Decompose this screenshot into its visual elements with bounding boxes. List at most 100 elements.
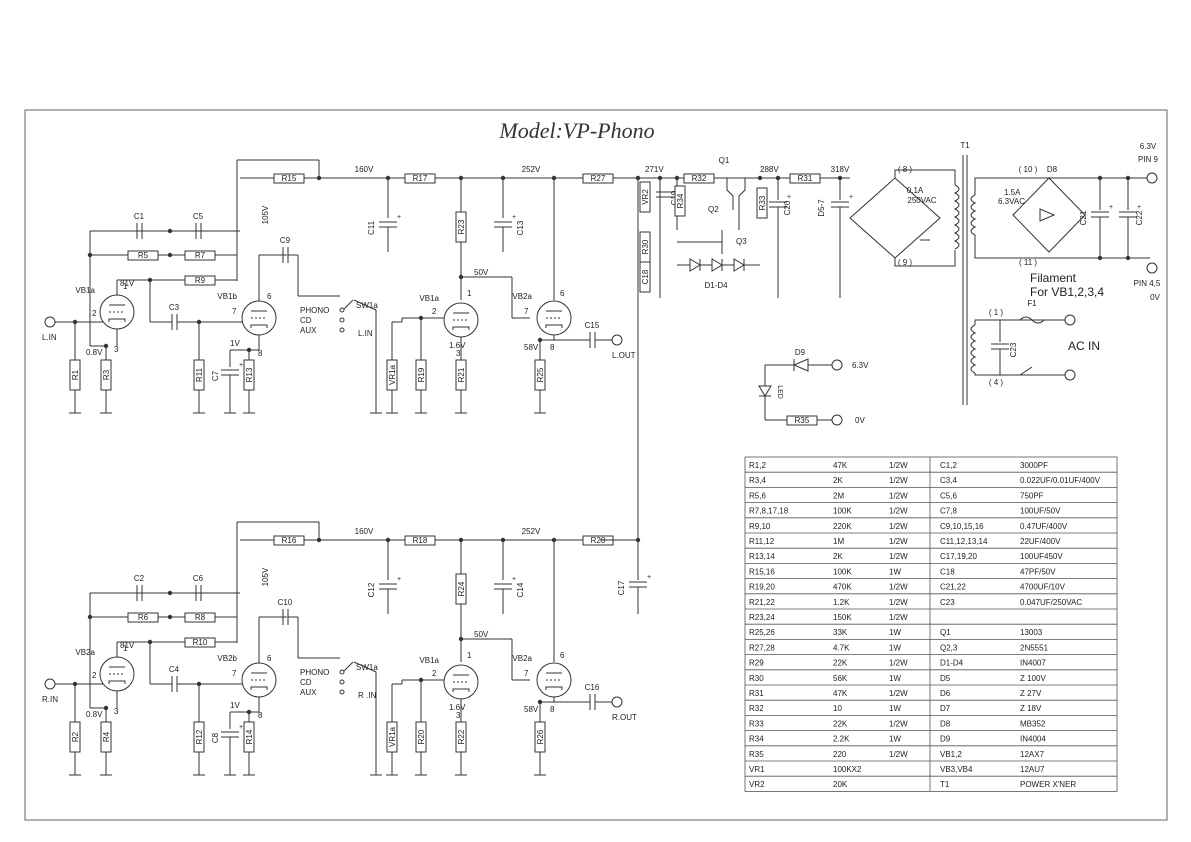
label: CD	[300, 316, 312, 325]
label: R25	[536, 367, 545, 382]
label: D5-7	[817, 199, 826, 217]
label: 6.3V	[1140, 142, 1157, 151]
label: R5	[138, 251, 149, 260]
label: R24	[457, 581, 466, 596]
label: 1.5A	[1004, 188, 1021, 197]
label: C12	[367, 582, 376, 597]
resistor	[184, 637, 216, 648]
label: F1	[1027, 299, 1037, 308]
label: 81V	[120, 641, 135, 650]
table-cell: R9,10	[749, 522, 771, 531]
resistor	[639, 181, 651, 213]
resistor	[273, 535, 305, 546]
label: 7	[524, 669, 529, 678]
label: 6.3VAC	[998, 197, 1025, 206]
label: 2	[432, 669, 437, 678]
junction-dot	[167, 228, 173, 234]
label: R10	[193, 638, 208, 647]
label: C2	[134, 574, 145, 583]
label: ( 11 )	[1019, 258, 1037, 267]
label: AUX	[300, 326, 317, 335]
label: 252V	[522, 527, 541, 536]
label: 160V	[355, 165, 374, 174]
table-cell: C5,6	[940, 491, 957, 500]
table-cell: 2M	[833, 491, 844, 500]
table-cell: 12AX7	[1020, 750, 1045, 759]
label: 1V	[230, 339, 240, 348]
wire	[974, 177, 1150, 195]
label: 7	[524, 307, 529, 316]
label: C14	[516, 582, 525, 597]
wire	[894, 169, 956, 185]
junction-dot	[316, 175, 322, 181]
label: C13	[516, 220, 525, 235]
label: R8	[195, 613, 206, 622]
label: +	[849, 194, 853, 201]
label: C8	[211, 732, 220, 743]
label: 105V	[261, 205, 270, 224]
junction-dot	[500, 175, 506, 181]
label: 288V	[760, 165, 779, 174]
resistor	[582, 173, 614, 184]
label: 6	[267, 654, 272, 663]
table-cell: C21,22	[940, 583, 966, 592]
table-cell: 220	[833, 750, 847, 759]
table-cell: Z 100V	[1020, 674, 1046, 683]
label: Q1	[719, 156, 730, 165]
wire	[1019, 366, 1033, 376]
label: C20	[783, 200, 792, 215]
table-cell: R30	[749, 674, 764, 683]
label: 8	[550, 705, 555, 714]
table-cell: 1/2W	[889, 659, 908, 668]
label: C3	[169, 303, 180, 312]
table-cell: 220K	[833, 522, 852, 531]
label: R20	[417, 729, 426, 744]
label: R14	[245, 729, 254, 744]
label: VB1b	[217, 292, 237, 301]
label: +	[512, 576, 516, 583]
junction-dot	[167, 590, 173, 596]
label: R13	[245, 367, 254, 382]
label: VB1a	[419, 294, 439, 303]
table-cell: VR1	[749, 765, 765, 774]
table-cell: 10	[833, 704, 842, 713]
table-cell: C17,19,20	[940, 552, 977, 561]
junction-dot	[87, 614, 93, 620]
table-cell: Q1	[940, 628, 951, 637]
label: 7	[232, 307, 237, 316]
table-cell: VR2	[749, 780, 765, 789]
table-cell: R7,8,17,18	[749, 507, 789, 516]
label: +	[512, 214, 516, 221]
wire	[545, 686, 563, 690]
label: 50V	[474, 630, 489, 639]
terminal	[611, 334, 623, 346]
wire	[726, 178, 734, 210]
label: LED	[776, 385, 783, 399]
label: 6	[560, 651, 565, 660]
label: 0V	[1150, 293, 1160, 302]
wire	[250, 686, 268, 690]
bridge-rectifier	[1012, 177, 1086, 253]
terminal	[44, 316, 56, 328]
table-cell: VB3,VB4	[940, 765, 973, 774]
junction-dot	[147, 639, 153, 645]
wire	[452, 326, 470, 330]
label: CD	[300, 678, 312, 687]
led	[758, 385, 772, 397]
diode	[1039, 208, 1056, 222]
table-cell: C23	[940, 598, 955, 607]
table-cell: 0.47UF/400V	[1020, 522, 1068, 531]
table-cell: D6	[940, 689, 951, 698]
table-cell: C1,2	[940, 461, 957, 470]
label: ( 4 )	[989, 378, 1004, 387]
label: +	[397, 576, 401, 583]
resistor	[404, 535, 436, 546]
table-cell: 100UF/50V	[1020, 507, 1061, 516]
resistor	[674, 185, 686, 217]
table-cell: C9,10,15,16	[940, 522, 984, 531]
table-cell: R19,20	[749, 583, 775, 592]
transformer-coil	[970, 194, 977, 236]
zener-diode	[689, 258, 701, 272]
diode	[792, 358, 809, 372]
label: L.IN	[358, 329, 373, 338]
